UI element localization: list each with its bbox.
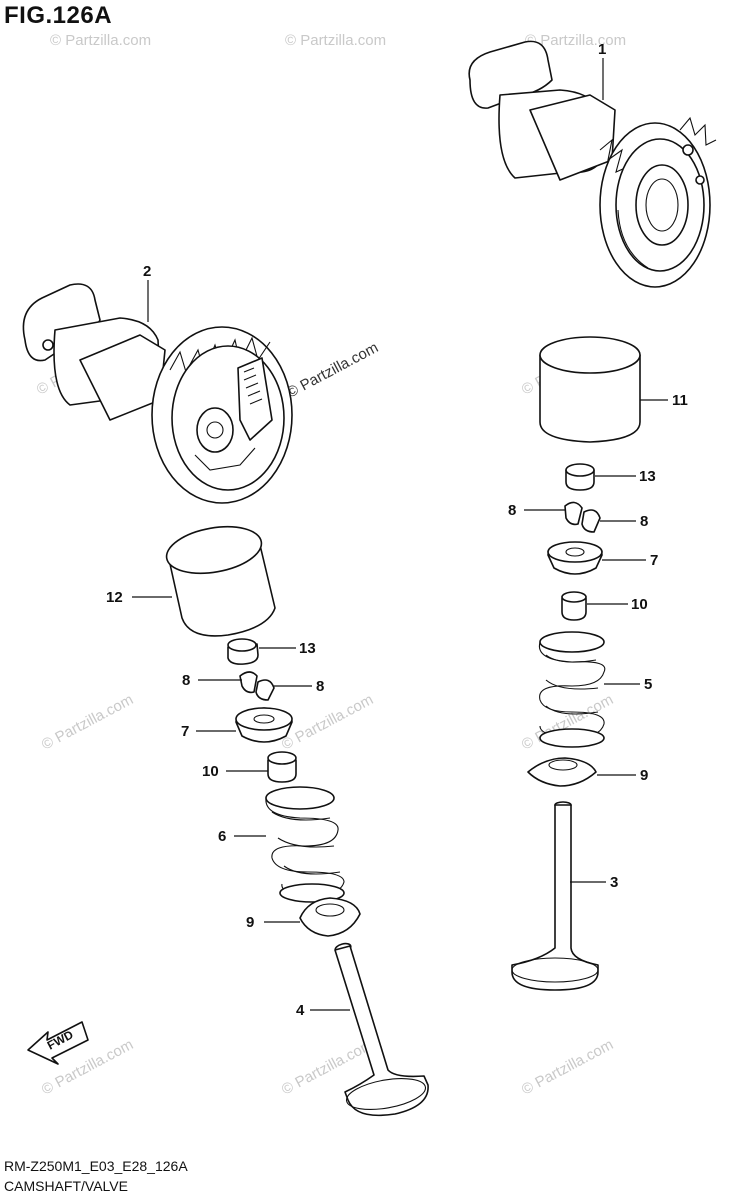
callout-7: 7 [181,723,189,740]
camshaft-2 [22,283,293,504]
callout-10: 10 [631,596,648,613]
valve-4 [334,942,429,1117]
spring-seat-9-left [299,897,361,937]
valve-3 [511,801,599,991]
retainer-7-left [235,707,293,743]
tappet-11 [539,336,641,443]
callout-10: 10 [202,763,219,780]
camshaft-1 [468,40,717,288]
spring-seat-9-right [527,757,597,787]
seal-10-right [561,591,587,621]
spring-6 [265,786,345,903]
callout-7: 7 [650,552,658,569]
callout-8: 8 [508,502,516,519]
watermark-text: © Partzilla.com [285,32,386,49]
watermarks: © Partzilla.com © Partzilla.com © Partzi… [34,32,626,1099]
callout-11: 11 [672,392,688,409]
callout-3: 3 [610,874,618,891]
callout-8: 8 [640,513,648,530]
callout-1: 1 [598,41,606,58]
watermark-text: © Partzilla.com [39,691,136,753]
tappet-12 [165,525,276,637]
figure-name: CAMSHAFT/VALVE [4,1178,128,1194]
watermark-text: © Partzilla.com [50,32,151,49]
callout-labels: 1 2 11 13 8 8 7 10 5 9 3 12 13 8 8 7 10 … [106,41,688,1019]
callout-9: 9 [246,914,254,931]
watermark-text: © Partzilla.com [279,691,376,753]
callout-4: 4 [296,1002,305,1019]
retainer-7-right [547,541,603,575]
cotters-8-left [239,671,275,701]
figure-title: FIG.126A [4,2,113,29]
callout-13: 13 [639,468,656,485]
watermark-text: © Partzilla.com [284,339,381,401]
callout-6: 6 [218,828,226,845]
shim-13-right [565,463,595,491]
watermark-text: © Partzilla.com [519,1036,616,1098]
callout-13: 13 [299,640,316,657]
callout-9: 9 [640,767,648,784]
figure-code: RM-Z250M1_E03_E28_126A [4,1158,188,1174]
spring-5 [538,631,606,748]
callout-8: 8 [182,672,190,689]
forward-arrow-icon: FWD [27,1021,89,1065]
callout-5: 5 [644,676,652,693]
leader-lines [132,58,668,1011]
callout-12: 12 [106,589,123,606]
callout-2: 2 [143,263,151,280]
seal-10-left [267,751,297,783]
cotters-8-right [564,501,601,533]
callout-8: 8 [316,678,324,695]
shim-13-left [227,638,259,665]
watermark-text: © Partzilla.com [525,32,626,49]
